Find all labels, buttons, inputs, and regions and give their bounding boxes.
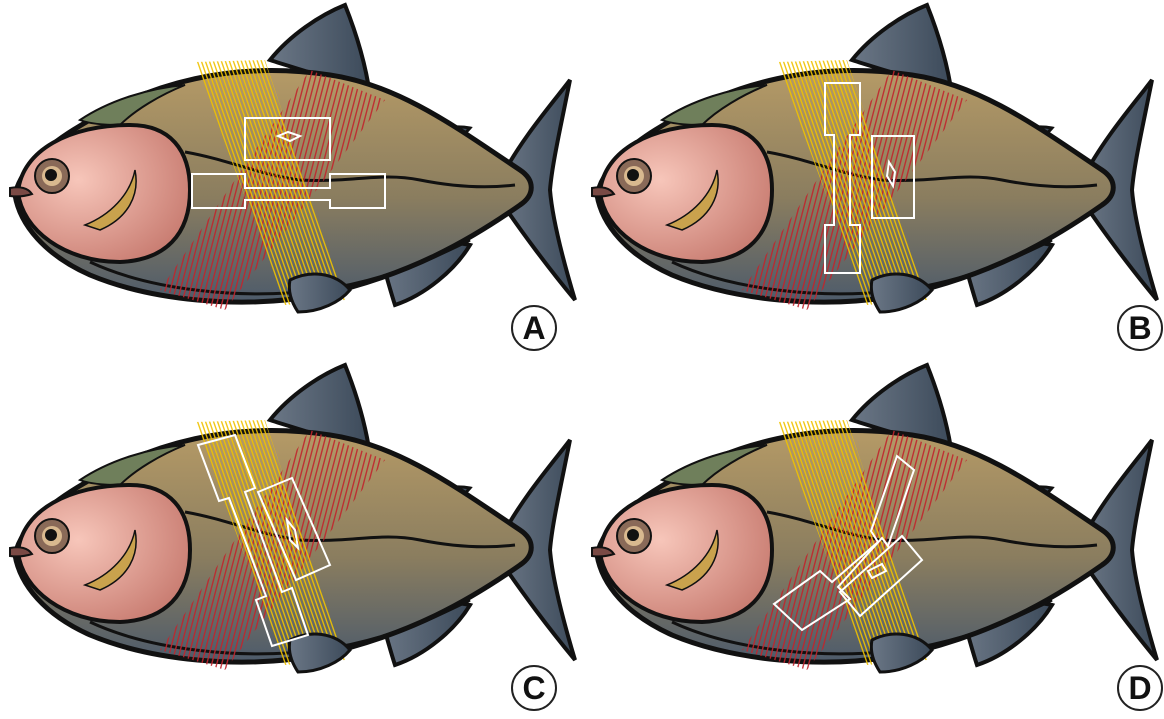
panel-d [582, 360, 1164, 719]
eye [35, 519, 69, 553]
fish-illustration [0, 360, 582, 719]
eye [617, 159, 651, 193]
panel-b [582, 0, 1164, 359]
panel-b-label: B [1117, 305, 1163, 351]
eye [35, 159, 69, 193]
fish-illustration [582, 0, 1164, 359]
panel-c [0, 360, 582, 719]
fish-illustration [582, 360, 1164, 719]
panel-d-label: D [1117, 665, 1163, 711]
eye [617, 519, 651, 553]
panel-c-label: C [511, 665, 557, 711]
panel-a [0, 0, 582, 359]
fish-illustration [0, 0, 582, 359]
panel-a-label: A [511, 305, 557, 351]
